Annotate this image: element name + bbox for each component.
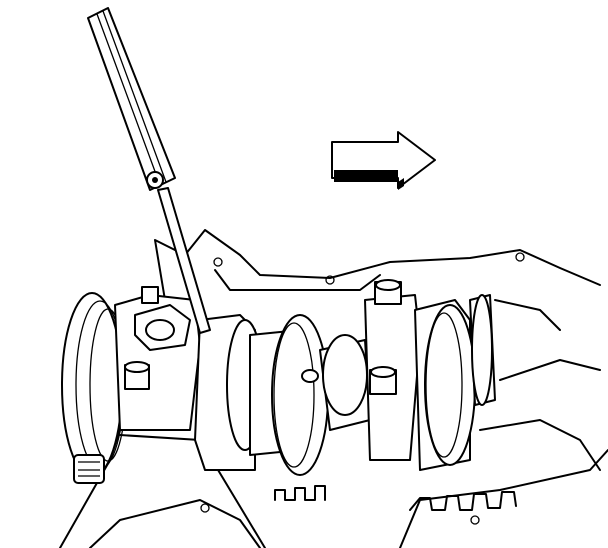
crankshaft (194, 279, 561, 476)
front-seal-ring (61, 292, 127, 484)
direction-arrow-icon (331, 131, 436, 190)
pry-bar-icon (87, 7, 211, 334)
front-bearing-cap (114, 286, 201, 431)
bearing-cap-bolt-icon (141, 286, 159, 304)
